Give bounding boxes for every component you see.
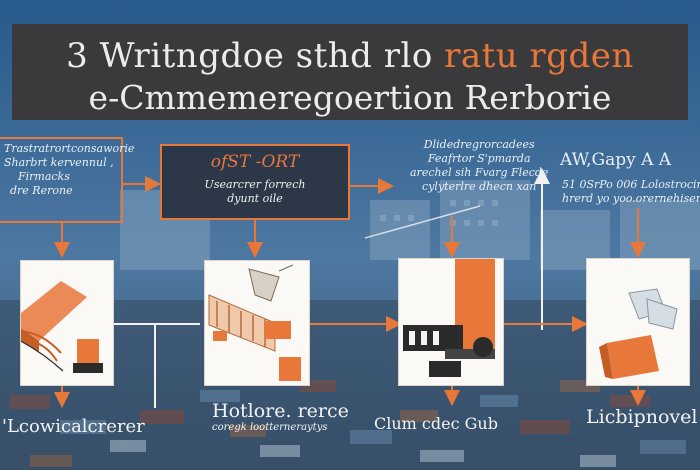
delivery-illustration [599, 288, 678, 379]
caption-step-3: Dlidedregrorcadees Feafrtor S'pmarda are… [410, 138, 549, 193]
panel-sorting-machine [398, 258, 504, 386]
caption-step-1: Trastratrortconsaworie Sharbrt kervennul… [4, 142, 135, 197]
sorting-machine-illustration [403, 259, 495, 377]
step-2-box-title: ofST -ORT [210, 152, 300, 172]
panel-delivery [586, 258, 690, 386]
title-band [12, 24, 688, 120]
step-2-box [160, 144, 350, 220]
bottom-label-1: 'Lcowicalcrerer [2, 416, 145, 437]
panel-packing-line [204, 260, 310, 386]
bottom-label-3: Clum cdec Gub [374, 414, 498, 433]
bottom-label-2-sub: coregk lootterneraytys [212, 422, 328, 433]
title-line-1: 3 Writngdoe sthd rlo ratu rgden [66, 36, 634, 76]
step-2-box-sub-2: dyunt oile [227, 192, 283, 205]
bottom-label-2: Hotlore. rerce [212, 400, 349, 422]
bottom-label-4: Licbipnovel [586, 406, 698, 428]
step-2-box-sub-1: Usearcrer forrech [204, 178, 306, 191]
packing-line-illustration [208, 264, 301, 381]
title-line-2: e-Cmmemeregoertion Rerborie [88, 78, 612, 117]
caption-step-4-heading: AW,Gapy A A [560, 150, 672, 170]
caption-step-4: 51 0SrPo 006 Lolostrocir hrerd yo yoo.or… [562, 178, 700, 205]
panel-warehouse-goods [20, 260, 114, 386]
packages-illustration [21, 281, 103, 373]
